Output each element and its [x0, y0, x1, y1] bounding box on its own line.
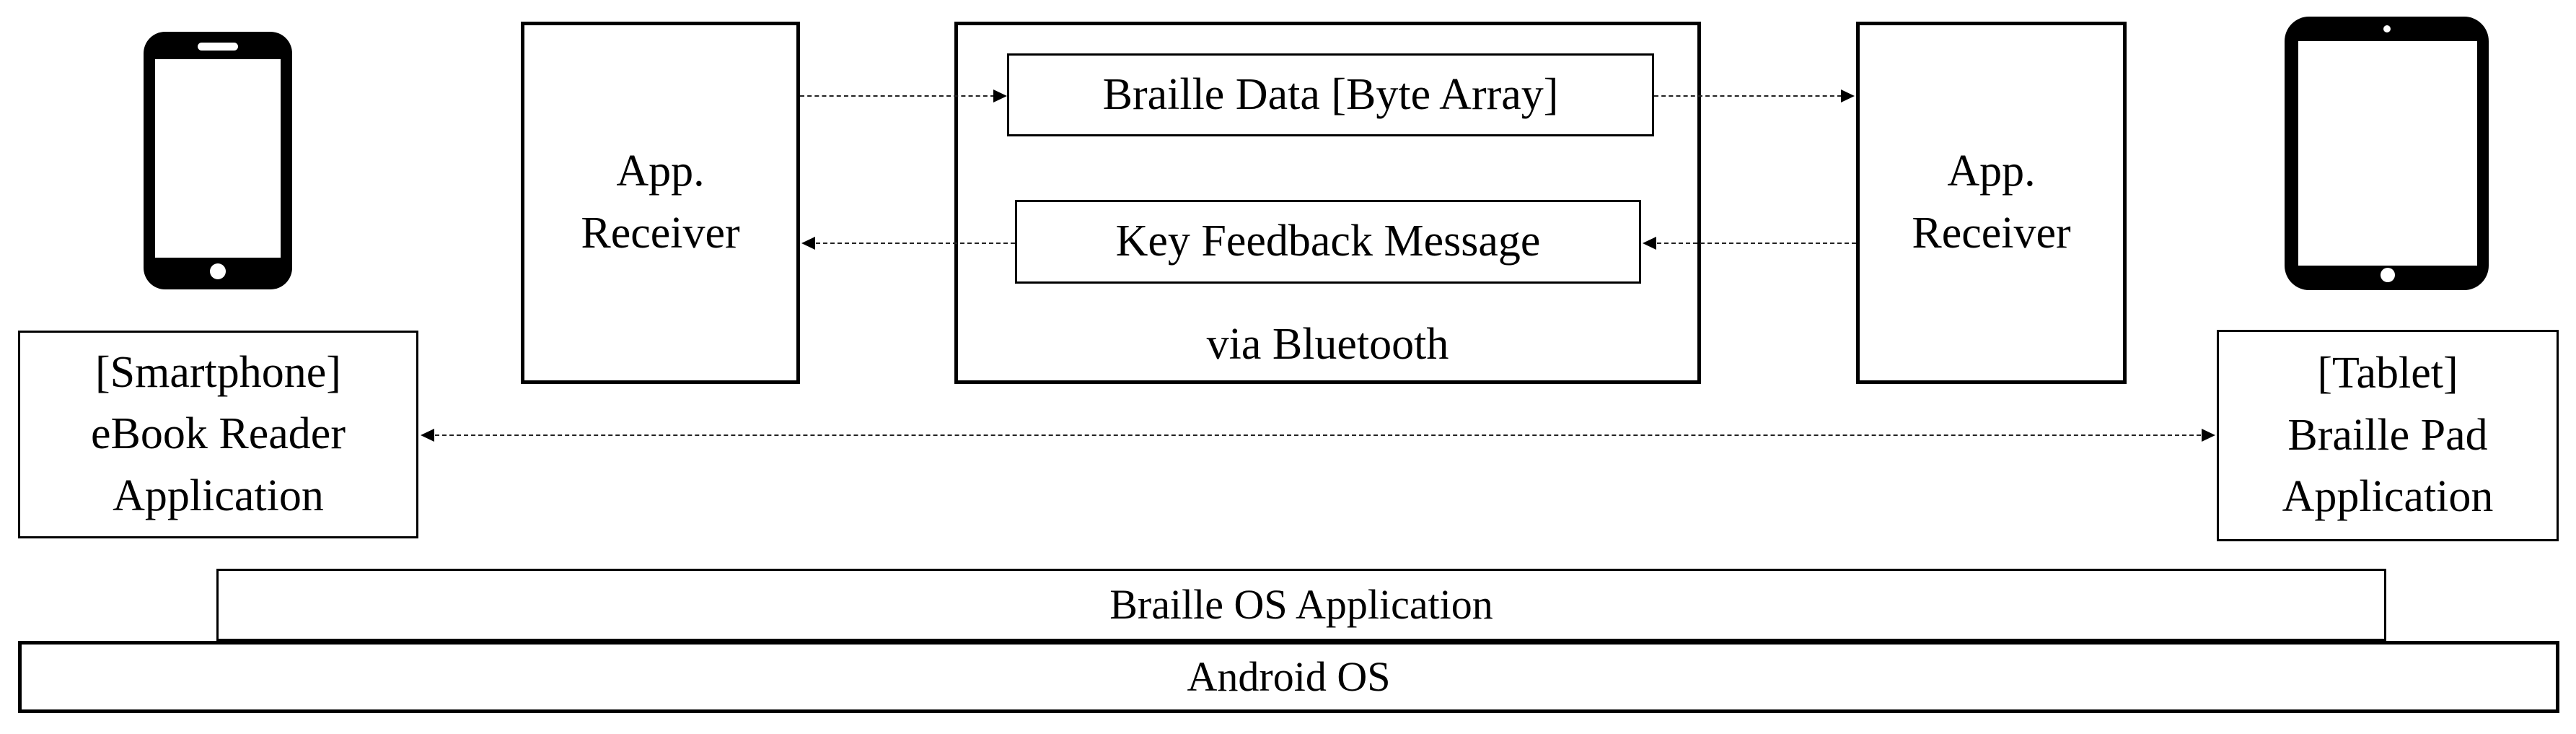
arrow-device-link-left-head-icon — [421, 429, 434, 442]
tablet-camera — [2383, 25, 2391, 32]
smartphone-app-line-3: Application — [113, 471, 324, 520]
app-receiver-right-box: App. Receiver — [1856, 22, 2127, 384]
smartphone-screen — [155, 59, 281, 258]
arrow-key-feedback-right-head-icon — [1643, 237, 1656, 250]
smartphone-icon — [144, 32, 292, 289]
key-feedback-label: Key Feedback Message — [1115, 217, 1541, 266]
smartphone-app-line-1: [Smartphone] — [95, 347, 341, 397]
app-receiver-left-line-2: Receiver — [581, 209, 740, 258]
tablet-app-line-1: [Tablet] — [2317, 349, 2458, 398]
app-receiver-left-line-1: App. — [616, 147, 705, 196]
tablet-app-line-2: Braille Pad — [2287, 410, 2488, 460]
smartphone-home-button — [210, 263, 226, 279]
arrow-braille-data-left-head-icon — [993, 89, 1007, 102]
arrow-key-feedback-left-head-icon — [801, 237, 815, 250]
tablet-app-box: [Tablet] Braille Pad Application — [2217, 330, 2559, 541]
arrow-braille-data-right-line — [1654, 95, 1842, 97]
arrow-braille-data-left-line — [800, 95, 995, 97]
braille-os-label: Braille OS Application — [1109, 581, 1493, 628]
smartphone-app-box: [Smartphone] eBook Reader Application — [18, 331, 418, 538]
smartphone-speaker — [198, 43, 238, 51]
arrow-braille-data-right-head-icon — [1841, 89, 1855, 102]
app-receiver-left-box: App. Receiver — [521, 22, 800, 384]
arrow-key-feedback-right-line — [1657, 243, 1856, 244]
braille-data-message-box: Braille Data [Byte Array] — [1007, 53, 1654, 136]
braille-data-label: Braille Data [Byte Array] — [1102, 69, 1559, 119]
via-bluetooth-caption: via Bluetooth — [1206, 320, 1449, 369]
tablet-icon — [2285, 17, 2489, 290]
arrow-device-link-right-head-icon — [2202, 429, 2215, 442]
app-receiver-right-line-2: Receiver — [1912, 209, 2071, 258]
android-os-layer: Android OS — [18, 641, 2559, 713]
arrow-device-link-line — [435, 434, 2201, 436]
android-os-label: Android OS — [1187, 653, 1391, 700]
arrow-key-feedback-left-line — [816, 243, 1015, 244]
braille-os-layer: Braille OS Application — [216, 569, 2386, 641]
smartphone-app-line-2: eBook Reader — [91, 409, 346, 459]
app-receiver-right-line-1: App. — [1947, 147, 2036, 196]
tablet-app-line-3: Application — [2282, 472, 2494, 522]
tablet-screen — [2298, 41, 2477, 266]
key-feedback-message-box: Key Feedback Message — [1015, 200, 1641, 284]
tablet-home-button — [2381, 268, 2395, 282]
